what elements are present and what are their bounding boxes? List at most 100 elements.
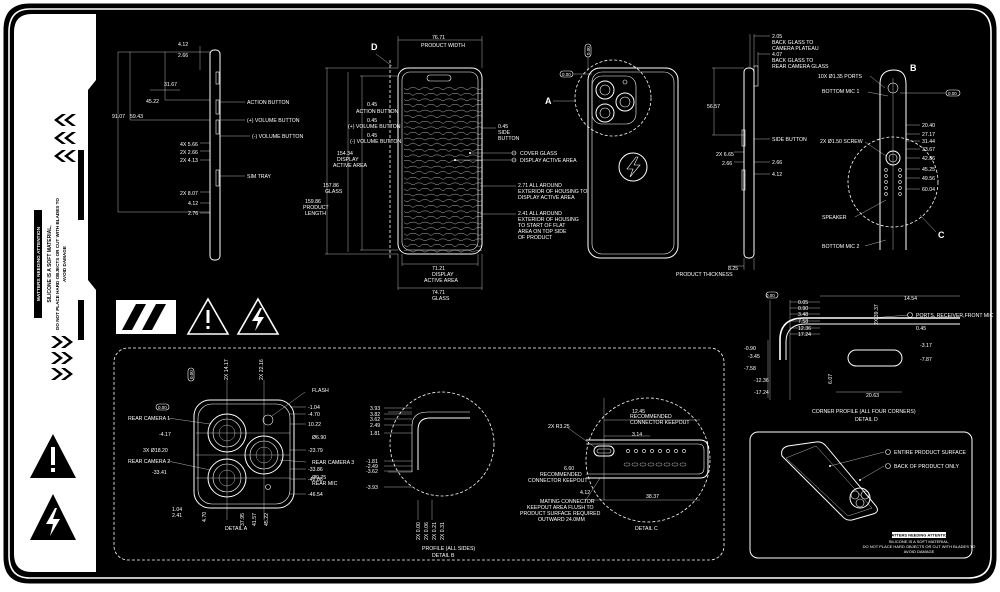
svg-text:CONNECTOR KEEPOUT: CONNECTOR KEEPOUT [528,478,588,484]
svg-text:0.45: 0.45 [916,326,926,332]
svg-text:CORNER PROFILE (ALL FOUR CORNE: CORNER PROFILE (ALL FOUR CORNERS) [812,409,916,415]
dimension-label: 2X 0.00 [416,522,422,540]
svg-text:4.12: 4.12 [772,172,782,178]
dimension-label: 42.86 [922,156,935,162]
svg-text:0.00: 0.00 [189,370,194,379]
svg-text:20.63: 20.63 [866,393,879,399]
dimension-label: 20.40 [922,123,935,129]
svg-text:DISPLAY ACTIVE AREA: DISPLAY ACTIVE AREA [520,158,577,164]
svg-text:BOTTOM MIC 2: BOTTOM MIC 2 [822,244,859,250]
dimension-label: -3.62 [366,469,378,475]
svg-text:ACTION BUTTON: ACTION BUTTON [247,100,290,106]
svg-text:0.00: 0.00 [562,72,571,77]
dimension-label: 2X 0.21 [432,522,438,540]
svg-text:SPEAKER: SPEAKER [822,215,847,221]
svg-text:31.67: 31.67 [164,82,177,88]
svg-text:EXTERIOR OF HOUSING TO: EXTERIOR OF HOUSING TO [518,189,587,195]
dimension-label: 0.05 [798,300,808,306]
svg-text:DETAIL C: DETAIL C [635,526,658,532]
side-notice-title: MATTERS NEEDING ATTENTION [36,226,42,301]
dimension-label: -4.70 [308,412,320,418]
dimension-label: -4.17 [159,432,171,438]
dimension-label: 2.41 [172,513,182,519]
svg-text:MATTERS NEEDING ATTENTION: MATTERS NEEDING ATTENTION [888,533,950,538]
dimension-label: 0.00 [766,293,775,298]
svg-text:2X R3.25: 2X R3.25 [548,424,570,430]
svg-text:4.12: 4.12 [188,201,198,207]
detail-a-drawing: 0.00 0.00 2X 14.17 2X 22.16 FLASH REAR C… [128,359,354,532]
svg-text:4.12: 4.12 [580,490,590,496]
svg-text:2X 2.66: 2X 2.66 [180,150,198,156]
svg-text:8.25: 8.25 [728,266,738,272]
details-frame [113,347,725,561]
back-view-drawing: A 0.00 0.00 [545,43,679,259]
svg-text:4.12: 4.12 [178,42,188,48]
svg-text:PORTS, RECEIVER,FRONT MIC: PORTS, RECEIVER,FRONT MIC [916,313,994,319]
dimension-label: 3.62 [370,417,380,423]
svg-text:PRODUCT THICKNESS: PRODUCT THICKNESS [676,272,733,278]
dimension-label: 37.95 [240,513,246,526]
svg-text:91.07: 91.07 [112,114,125,120]
dimension-label: 60.04 [922,187,935,193]
dimension-label: 2.49 [370,423,380,429]
svg-text:PRODUCT WIDTH: PRODUCT WIDTH [421,43,465,49]
svg-text:LENGTH: LENGTH [305,211,326,217]
dimension-label: 33.67 [922,147,935,153]
svg-text:0.00: 0.00 [158,405,167,410]
dimension-label: -46.54 [308,492,323,498]
svg-text:ACTION BUTTON: ACTION BUTTON [356,109,399,115]
svg-text:C: C [938,230,945,240]
detail-b-drawing: 3.933.823.622.491.81-1.81-2.49-3.62-3.93… [366,391,495,559]
svg-text:REAR CAMERA 1: REAR CAMERA 1 [128,416,170,422]
dimension-label: 45.22 [264,513,270,526]
svg-text:2.66: 2.66 [178,53,188,59]
dimension-label: 3.48 [798,312,808,318]
dimension-label: -0.90 [744,346,756,352]
svg-text:REAR CAMERA GLASS: REAR CAMERA GLASS [772,64,829,70]
svg-text:BACK GLASS TO: BACK GLASS TO [772,58,813,64]
svg-text:SIDE: SIDE [498,130,511,136]
svg-text:OF PRODUCT: OF PRODUCT [518,235,553,241]
svg-text:RECOMMENDED: RECOMMENDED [630,414,672,420]
side-notice-line3: AVOID DAMAGE [62,246,67,282]
svg-text:AVOID DAMAGE: AVOID DAMAGE [904,549,935,554]
chevron-right-icon [51,336,73,380]
svg-text:3.14: 3.14 [632,432,642,438]
svg-text:(+) VOLUME BUTTON: (+) VOLUME BUTTON [247,118,300,124]
svg-text:REAR MIC: REAR MIC [312,481,338,487]
svg-text:0.45: 0.45 [498,124,508,130]
svg-text:-7.87: -7.87 [920,357,932,363]
svg-text:14.54: 14.54 [904,296,917,302]
dimension-label: -7.58 [744,366,756,372]
svg-text:2.71 ALL AROUND: 2.71 ALL AROUND [518,183,562,189]
svg-text:KEEPOUT AREA FLUSH TO: KEEPOUT AREA FLUSH TO [527,505,594,511]
svg-text:159.86: 159.86 [305,199,321,205]
dimension-label: 10.22 [308,422,321,428]
svg-text:59.43: 59.43 [130,114,143,120]
svg-text:6.07: 6.07 [828,374,834,384]
svg-text:2X 4.13: 2X 4.13 [180,158,198,164]
surface-legend-box: ENTIRE PRODUCT SURFACE BACK OF PRODUCT O… [749,431,976,559]
thickness-view-drawing: 2.05 BACK GLASS TO CAMERA PLATEAU 4.07 B… [676,34,829,278]
dimension-label: -1.81 [366,459,378,465]
svg-text:MATING CONNECTOR: MATING CONNECTOR [540,499,595,505]
svg-text:EXTERIOR OF HOUSING: EXTERIOR OF HOUSING [518,217,579,223]
svg-text:PRODUCT: PRODUCT [303,205,329,211]
dimension-label: 41.57 [252,513,258,526]
front-view-drawing: 76.71 PRODUCT WIDTH D 0.45 ACTION BUTTON… [303,35,587,302]
svg-text:AREA ON TOP SIDE: AREA ON TOP SIDE [518,229,567,235]
side-view-drawing: 4.12 2.66 31.67 45.22 59.43 91.07 4X 5.6… [112,42,303,261]
svg-text:Ø6.90: Ø6.90 [312,435,326,441]
svg-text:DO NOT PLACE HARD OBJECTS OR C: DO NOT PLACE HARD OBJECTS OR CUT WITH BL… [863,544,976,549]
svg-text:DISPLAY: DISPLAY [337,157,359,163]
svg-text:SILICONE IS A SOFT MATERIAL,: SILICONE IS A SOFT MATERIAL, [889,539,950,544]
dimension-label: 3.82 [370,412,380,418]
dimension-label: 4.70 [202,512,208,522]
dimension-label: -33.41 [152,470,167,476]
dimension-label: -17.24 [754,390,769,396]
svg-text:B: B [910,63,917,73]
svg-text:2X 39.37: 2X 39.37 [874,304,880,325]
svg-text:154.34: 154.34 [337,151,353,157]
svg-text:CAMERA PLATEAU: CAMERA PLATEAU [772,46,819,52]
svg-text:2X 6.65: 2X 6.65 [716,152,734,158]
